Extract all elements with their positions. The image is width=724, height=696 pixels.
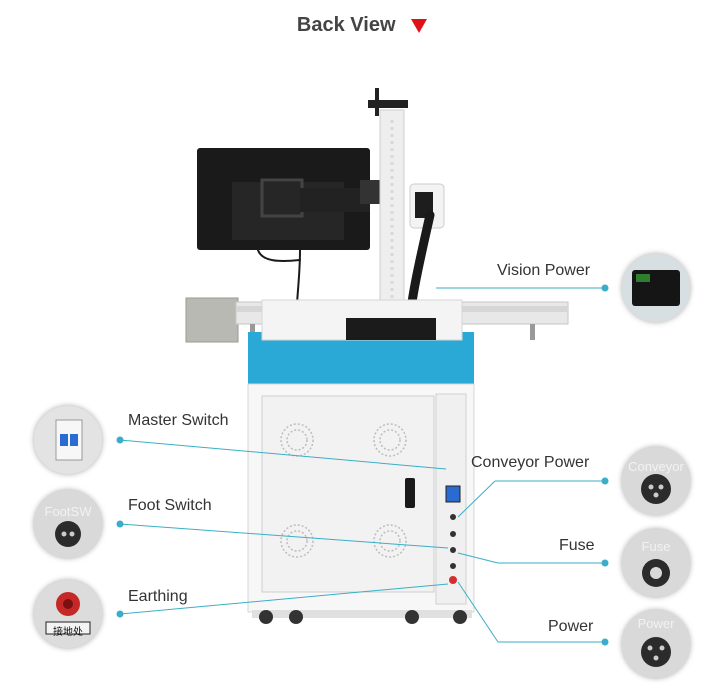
down-triangle-icon [411, 18, 428, 33]
vision-power-thumbnail [622, 254, 690, 322]
cabinet [247, 299, 475, 624]
callout-fuse: Fuse [559, 537, 595, 554]
callout-foot-switch: Foot Switch [128, 497, 212, 514]
thumb-earth-tag: 接地处 [53, 627, 83, 638]
master-switch-thumbnail [34, 406, 102, 474]
foot-switch-thumbnail: FootSW [34, 490, 102, 558]
callout-vision-power: Vision Power [497, 262, 591, 279]
thumb-footsw-text: FootSW [44, 504, 92, 519]
earthing-thumbnail: 接地处 [34, 580, 102, 648]
conveyor-power-thumbnail: Conveyor [622, 447, 690, 515]
page-title: Back View [0, 14, 724, 37]
fuse-thumbnail: Fuse [622, 529, 690, 597]
callout-master-switch: Master Switch [128, 412, 229, 429]
callout-conveyor-power: Conveyor Power [471, 454, 590, 471]
thumb-fuse-text: Fuse [641, 539, 671, 554]
title-text: Back View [296, 14, 396, 36]
thumb-power-text: Power [637, 616, 675, 631]
vent-grilles [280, 423, 407, 558]
callout-power: Power [548, 618, 594, 635]
power-thumbnail: Power [622, 610, 690, 678]
thumb-conveyor-text: Conveyor [628, 459, 684, 474]
monitor [197, 148, 384, 250]
callout-earthing: Earthing [128, 588, 188, 605]
callout-lines [116, 284, 609, 646]
